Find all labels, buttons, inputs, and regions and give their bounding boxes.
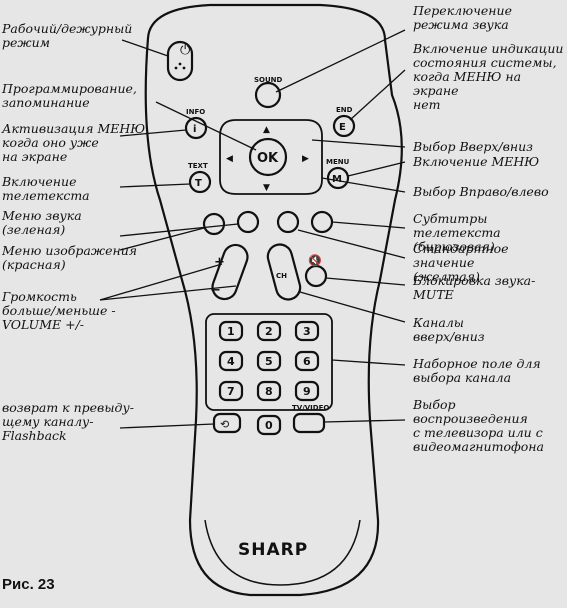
info-button	[184, 116, 208, 140]
number-pad	[205, 313, 333, 411]
down-arrow-icon: ▼	[263, 183, 270, 193]
svg-text:4: 4	[227, 355, 235, 368]
cyan-button	[310, 210, 334, 234]
svg-text:T: T	[195, 178, 202, 189]
label-subtitles: Субтитры телетекста (бирюзовая)	[413, 211, 501, 254]
power-icon: ⏻	[180, 43, 190, 58]
label-tv-video: Выбор воспроизведения с телевизора или с…	[413, 397, 544, 454]
ok-button	[248, 137, 288, 177]
yellow-button	[276, 210, 300, 234]
flashback-icon: ⟲	[220, 418, 229, 431]
svg-text:+: +	[214, 255, 225, 270]
svg-text:0: 0	[265, 419, 273, 432]
svg-text:3: 3	[303, 325, 311, 338]
power-button	[166, 40, 194, 82]
sound-button	[254, 81, 282, 109]
svg-text:M: M	[332, 174, 342, 185]
label-numpad: Наборное поле для выбора канала	[413, 356, 541, 385]
up-arrow-icon: ▲	[263, 125, 270, 135]
label-left-right: Выбор Вправо/влево	[413, 184, 549, 199]
label-teletext: Включение телетекста	[2, 174, 90, 203]
svg-text:i: i	[193, 124, 196, 135]
flashback-button	[212, 412, 242, 434]
label-mute: Блокировка звука- MUTE	[413, 273, 536, 302]
svg-text:CH: CH	[276, 272, 287, 280]
svg-text:TEXT: TEXT	[188, 162, 208, 170]
label-sound-mode: Переключение режима звука	[413, 3, 512, 32]
label-info: Активизация МЕНЮ, когда оно уже на экран…	[2, 121, 150, 164]
svg-text:−: −	[210, 283, 221, 298]
menu-button	[326, 166, 350, 190]
svg-text:7: 7	[227, 385, 235, 398]
svg-text:END: END	[336, 106, 353, 114]
left-arrow-icon: ◀	[226, 154, 233, 164]
label-menu-on: Включение МЕНЮ	[413, 154, 540, 169]
leader-lines	[99, 29, 406, 429]
digit-buttons	[218, 320, 320, 436]
red-button	[202, 212, 226, 236]
end-button	[332, 114, 356, 138]
sound-label: SOUND	[254, 76, 283, 84]
right-arrow-icon: ▶	[302, 154, 309, 164]
label-channels: Каналы вверх/вниз	[413, 315, 485, 344]
brand-logo: SHARP	[238, 540, 308, 560]
svg-text:MENU: MENU	[326, 158, 350, 166]
svg-text:1: 1	[227, 325, 235, 338]
svg-text:5: 5	[265, 355, 273, 368]
volume-rocker	[211, 243, 249, 301]
svg-text:8: 8	[265, 385, 273, 398]
ok-label: OK	[257, 151, 279, 166]
svg-text:2: 2	[265, 325, 273, 338]
label-status: Включение индикации состояния системы, к…	[413, 41, 564, 112]
svg-text:TV/VIDEO: TV/VIDEO	[292, 404, 329, 412]
text-button	[188, 170, 212, 194]
mute-button	[304, 264, 328, 288]
remote-body	[144, 3, 403, 597]
green-button	[236, 210, 260, 234]
label-standard: Стандартное значение (желтая)	[413, 241, 509, 284]
svg-text:9: 9	[303, 385, 311, 398]
mute-icon: 🔇	[308, 254, 322, 267]
label-power: Рабочий/дежурный режим	[2, 21, 133, 50]
label-volume: Громкость больше/меньше - VOLUME +/-	[2, 289, 116, 332]
tv-video-button	[292, 412, 326, 434]
svg-text:6: 6	[303, 355, 311, 368]
label-up-down: Выбор Вверх/вниз	[413, 139, 533, 154]
channel-rocker	[266, 243, 302, 301]
label-program: Программирование, запоминание	[2, 81, 137, 110]
digit-labels: 1 2 3 4 5 6 7 8 9 0	[227, 325, 311, 432]
label-sound-menu: Меню звука (зеленая)	[2, 208, 82, 237]
svg-text:INFO: INFO	[186, 108, 205, 116]
figure-caption: Рис. 23	[2, 576, 55, 593]
dpad	[219, 119, 323, 195]
label-flashback: возврат к превыду- щему каналу- Flashbac…	[2, 400, 134, 443]
label-picture-menu: Меню изображения (красная)	[2, 243, 138, 272]
svg-text:E: E	[339, 122, 346, 133]
